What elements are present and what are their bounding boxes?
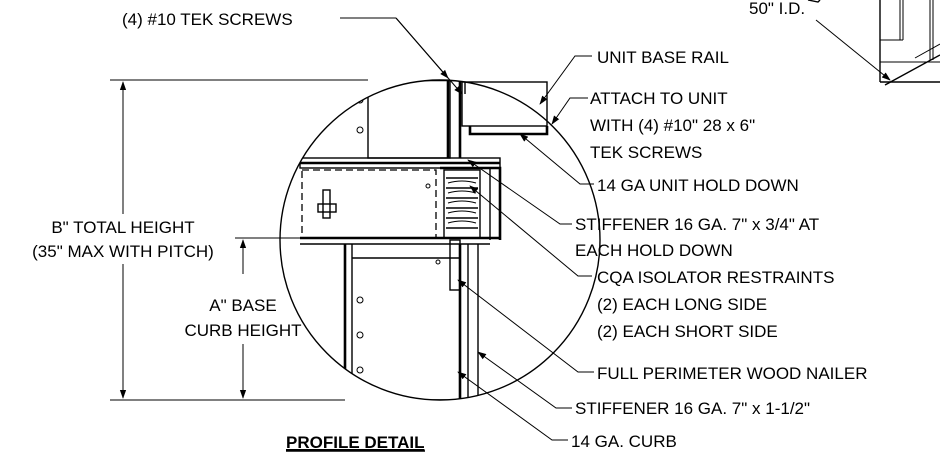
dimension-labels: B" TOTAL HEIGHT (35" MAX WITH PITCH) A" …	[32, 218, 301, 340]
callout-wood-nailer: FULL PERIMETER WOOD NAILER	[597, 364, 867, 383]
drawing-title: PROFILE DETAIL	[286, 433, 425, 452]
base-height-line-1: A" BASE	[209, 296, 276, 315]
callout-cqa-line-3: (2) EACH SHORT SIDE	[597, 322, 778, 341]
callout-attach-line-3: TEK SCREWS	[590, 143, 702, 162]
callout-curb: 14 GA. CURB	[571, 432, 677, 451]
base-height-line-2: CURB HEIGHT	[184, 321, 301, 340]
callout-attach-line-1: ATTACH TO UNIT	[590, 89, 728, 108]
callout-cqa-line-1: CQA ISOLATOR RESTRAINTS	[597, 268, 834, 287]
unit-base-rail	[461, 81, 549, 136]
total-height-line-1: B" TOTAL HEIGHT	[51, 218, 194, 237]
callout-unit-base-rail: UNIT BASE RAIL	[597, 48, 729, 67]
callout-attach-line-2: WITH (4) #10" 28 x 6"	[590, 116, 755, 135]
curb-section	[279, 79, 601, 401]
callout-id-dimension: 50" I.D.	[749, 0, 805, 18]
callout-tek-screws: (4) #10 TEK SCREWS	[122, 10, 293, 29]
leader-lines	[340, 17, 594, 441]
partial-plan-view	[807, 0, 940, 86]
callout-hold-down: 14 GA UNIT HOLD DOWN	[597, 176, 799, 195]
callout-stiffener-top-line-2: EACH HOLD DOWN	[575, 241, 733, 260]
callout-stiffener-bottom: STIFFENER 16 GA. 7" x 1-1/2"	[575, 399, 810, 418]
callout-cqa-line-2: (2) EACH LONG SIDE	[597, 295, 767, 314]
callout-stiffener-top-line-1: STIFFENER 16 GA. 7" x 3/4" AT	[575, 215, 819, 234]
callouts: (4) #10 TEK SCREWS 50" I.D. UNIT BASE RA…	[122, 0, 867, 451]
total-height-line-2: (35" MAX WITH PITCH)	[32, 242, 214, 261]
dimension-lines	[110, 79, 368, 401]
